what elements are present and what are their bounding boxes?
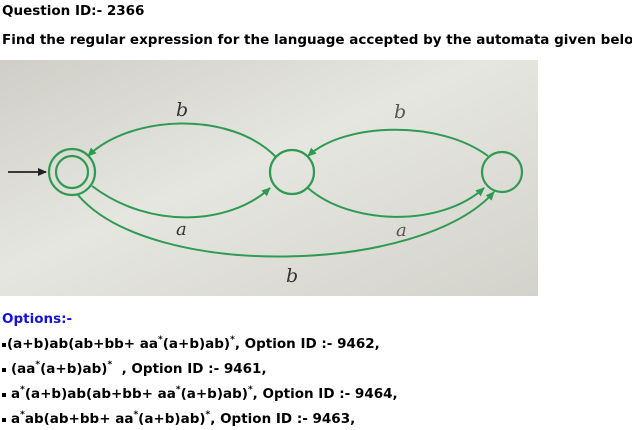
bullet-icon	[2, 368, 6, 372]
option-superscript: *	[133, 410, 139, 420]
bullet-icon	[2, 343, 6, 347]
label-bottom-long: b	[286, 265, 298, 287]
option-text-part: (a+b)ab(ab+bb+ aa	[24, 386, 176, 402]
option-text-part: (a+b)ab)	[162, 336, 231, 352]
option-id-text: , Option ID :- 9463,	[210, 411, 356, 427]
option-superscript: *	[158, 335, 163, 345]
edge-bottom-long	[77, 191, 495, 258]
option-superscript: *	[175, 385, 181, 395]
option-9462[interactable]: (a+b)ab(ab+bb+ aa*(a+b)ab)*, Option ID :…	[2, 334, 380, 354]
state-3	[480, 150, 524, 194]
option-superscript: *	[247, 385, 253, 395]
bullet-icon	[2, 418, 6, 422]
question-text: Find the regular expression for the lang…	[2, 32, 632, 48]
option-text-part: (aa	[11, 361, 36, 377]
edge-top-right	[307, 128, 489, 157]
label-top-right: b	[394, 101, 406, 123]
option-superscript: *	[20, 385, 25, 395]
option-id-text: , Option ID :- 9462,	[234, 336, 380, 352]
question-id: Question ID:- 2366	[2, 3, 145, 19]
label-bottom-right: a	[396, 220, 407, 241]
option-id-text: , Option ID :- 9461,	[112, 361, 267, 377]
edge-top-left	[87, 122, 277, 158]
option-text-part: (a+b)ab(ab+bb+ aa	[7, 336, 159, 352]
state-2	[268, 148, 316, 196]
automaton-diagram: b b a a b	[0, 60, 538, 296]
option-9461[interactable]: (aa*(a+b)ab)* , Option ID :- 9461,	[2, 359, 267, 379]
option-9464[interactable]: a*(a+b)ab(ab+bb+ aa*(a+b)ab)*, Option ID…	[2, 384, 398, 404]
option-superscript: *	[107, 360, 113, 370]
state-1-outer-ring	[47, 147, 97, 197]
option-text-part: (a+b)ab)	[180, 386, 248, 402]
options-heading: Options:-	[2, 311, 73, 327]
paper-background	[0, 60, 538, 296]
option-superscript: *	[230, 335, 235, 345]
automaton-figure: b b a a b	[0, 60, 538, 296]
option-text-part: (a+b)ab)	[138, 411, 206, 427]
state-1-inner-ring	[54, 154, 90, 190]
label-bottom-left: a	[176, 219, 187, 240]
option-text-part: (a+b)ab)	[40, 361, 108, 377]
edge-bottom-right	[307, 187, 485, 218]
option-id-text: , Option ID :- 9464,	[252, 386, 398, 402]
option-text-part: a	[11, 411, 21, 427]
label-top-left: b	[176, 99, 188, 121]
edge-bottom-left	[91, 185, 271, 219]
option-9463[interactable]: a*ab(ab+bb+ aa*(a+b)ab)*, Option ID :- 9…	[2, 409, 355, 429]
option-superscript: *	[35, 360, 41, 370]
bullet-icon	[2, 393, 6, 397]
option-text-part: a	[11, 386, 21, 402]
option-text-part: ab(ab+bb+ aa	[24, 411, 134, 427]
option-superscript: *	[205, 410, 211, 420]
option-superscript: *	[20, 410, 25, 420]
